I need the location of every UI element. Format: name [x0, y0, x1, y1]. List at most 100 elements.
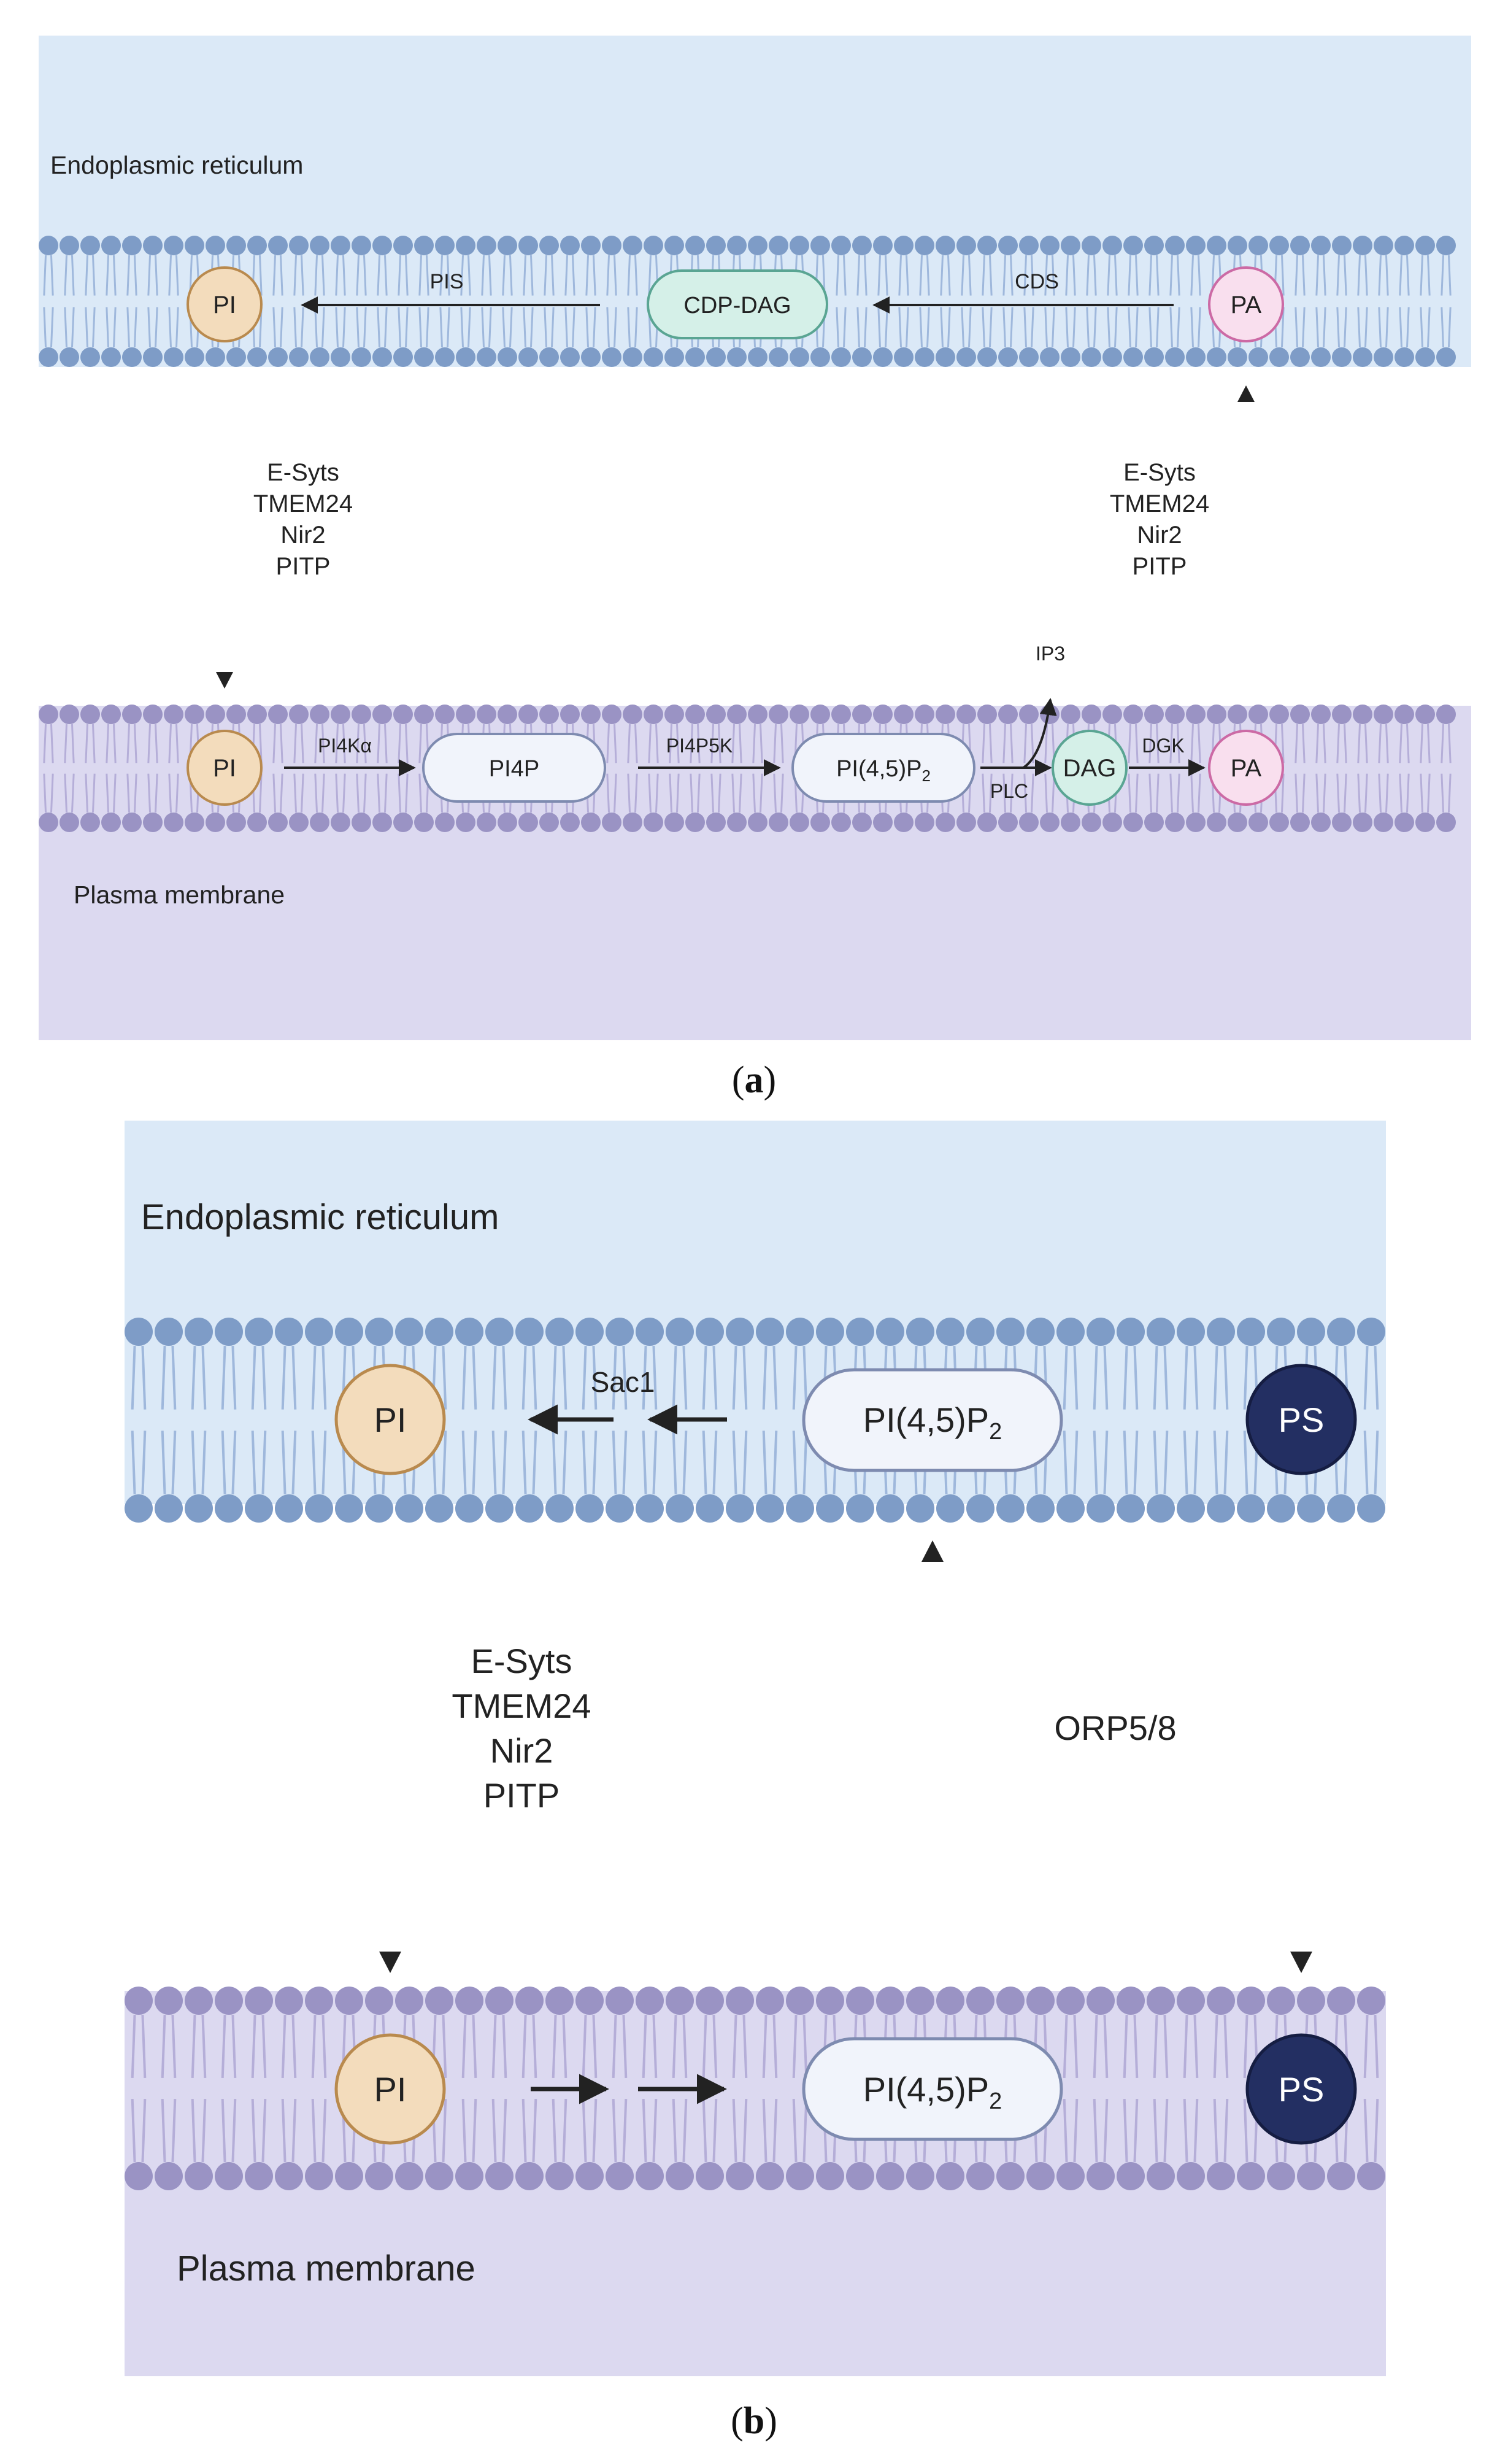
lipid-head	[1056, 1987, 1085, 2015]
lipid-tail	[672, 2014, 677, 2079]
lipid-tail	[622, 1345, 628, 1410]
lipid-tail	[523, 255, 527, 296]
lipid-tail	[1322, 255, 1326, 296]
lipid-tail	[884, 307, 888, 348]
lipid-tail	[467, 255, 471, 296]
lipid-head	[414, 813, 434, 832]
lipid-tail	[1426, 255, 1431, 296]
lipid-tail	[201, 1345, 207, 1410]
lipid-head	[498, 813, 517, 832]
lipid-tail	[147, 724, 152, 763]
lipid-tail	[1441, 255, 1445, 296]
lipid-head	[518, 705, 538, 724]
lipid-head	[305, 1494, 333, 1523]
lipid-tail	[1294, 773, 1299, 813]
lipid-tail	[131, 2014, 136, 2079]
lipid-tail	[291, 2014, 297, 2079]
lipid-head	[1207, 1987, 1235, 2015]
lipid-tail	[613, 307, 617, 348]
lipid-tail	[112, 255, 117, 296]
lipid-tail	[481, 255, 485, 296]
lipid-head	[560, 813, 580, 832]
lipid-tail	[1128, 307, 1132, 348]
lipid-head	[1144, 705, 1164, 724]
lipid-tail	[836, 255, 840, 296]
transport-proteins-left-a: E-Syts TMEM24 Nir2 PITP	[253, 459, 353, 580]
lipid-tail	[461, 2014, 467, 2079]
lipid-head	[966, 1318, 994, 1346]
lipid-tail	[106, 773, 110, 813]
lipid-tail	[627, 255, 631, 296]
lipid-head	[435, 813, 455, 832]
lipid-head	[581, 236, 601, 255]
er-label-a: Endoplasmic reticulum	[50, 151, 303, 179]
lipid-tail	[682, 2098, 688, 2163]
lipid-head	[425, 2162, 453, 2190]
lipid-head	[1123, 705, 1143, 724]
lipid-tail	[642, 1431, 647, 1495]
lipid-head	[331, 347, 350, 367]
lipid-tail	[738, 773, 742, 813]
lipid-tail	[321, 255, 325, 296]
lipid-head	[560, 236, 580, 255]
lipid-head	[275, 1318, 303, 1346]
lipid-head	[1117, 1318, 1145, 1346]
lipid-tail	[439, 307, 444, 348]
lipid-tail	[502, 2014, 507, 2079]
lipid-tail	[85, 255, 89, 296]
lipid-head	[726, 1318, 754, 1346]
lipid-head	[748, 813, 767, 832]
lipid-tail	[300, 255, 304, 296]
lipid-tail	[491, 2098, 497, 2163]
lipid-head	[185, 236, 204, 255]
lipid-tail	[342, 307, 346, 348]
lipid-tail	[383, 307, 388, 348]
lipid-tail	[562, 2014, 567, 2079]
lipid-tail	[425, 307, 429, 348]
dag-label: DAG	[1063, 755, 1117, 782]
lipid-head	[414, 347, 434, 367]
lipid-head	[685, 347, 705, 367]
lipid-head	[215, 1987, 243, 2015]
lipid-tail	[762, 1431, 767, 1495]
lipid-head	[602, 236, 621, 255]
lipid-head	[1117, 2162, 1145, 2190]
lipid-tail	[905, 307, 909, 348]
lipid-tail	[1378, 773, 1382, 813]
lipid-tail	[1123, 1431, 1128, 1495]
lipid-head	[1327, 1318, 1355, 1346]
lipid-tail	[261, 2098, 267, 2163]
lipid-head	[1290, 705, 1310, 724]
panel-a-caption: (a)	[732, 1059, 776, 1101]
lipid-tail	[404, 773, 409, 813]
ip3-arrow	[1022, 698, 1057, 769]
lipid-tail	[91, 255, 96, 296]
lipid-tail	[64, 724, 68, 763]
lipid-head	[790, 347, 809, 367]
lipid-head	[846, 1318, 874, 1346]
lipid-head	[155, 1494, 183, 1523]
lipid-tail	[1197, 724, 1201, 763]
lipid-head	[539, 236, 559, 255]
lipid-tail	[141, 2014, 147, 2079]
lipid-head	[1353, 813, 1372, 832]
lipid-head	[245, 1494, 273, 1523]
lipid-tail	[762, 2014, 767, 2079]
lipid-tail	[552, 1431, 557, 1495]
lipid-head	[1147, 1494, 1175, 1523]
lipid-tail	[1153, 1345, 1158, 1410]
lipid-tail	[1030, 773, 1034, 813]
lipid-tail	[1044, 255, 1048, 296]
lipid-head	[1147, 1987, 1175, 2015]
lipid-tail	[342, 255, 346, 296]
lipid-head	[1056, 1494, 1085, 1523]
lipid-tail	[592, 1345, 598, 1410]
lipid-tail	[898, 307, 902, 348]
lipid-tail	[552, 2098, 557, 2163]
cds-label: CDS	[1015, 270, 1059, 293]
lipid-head	[998, 705, 1018, 724]
lipid-head	[485, 1318, 514, 1346]
lipid-tail	[398, 255, 402, 296]
lipid-tail	[377, 724, 381, 763]
lipid-head	[906, 1987, 934, 2015]
